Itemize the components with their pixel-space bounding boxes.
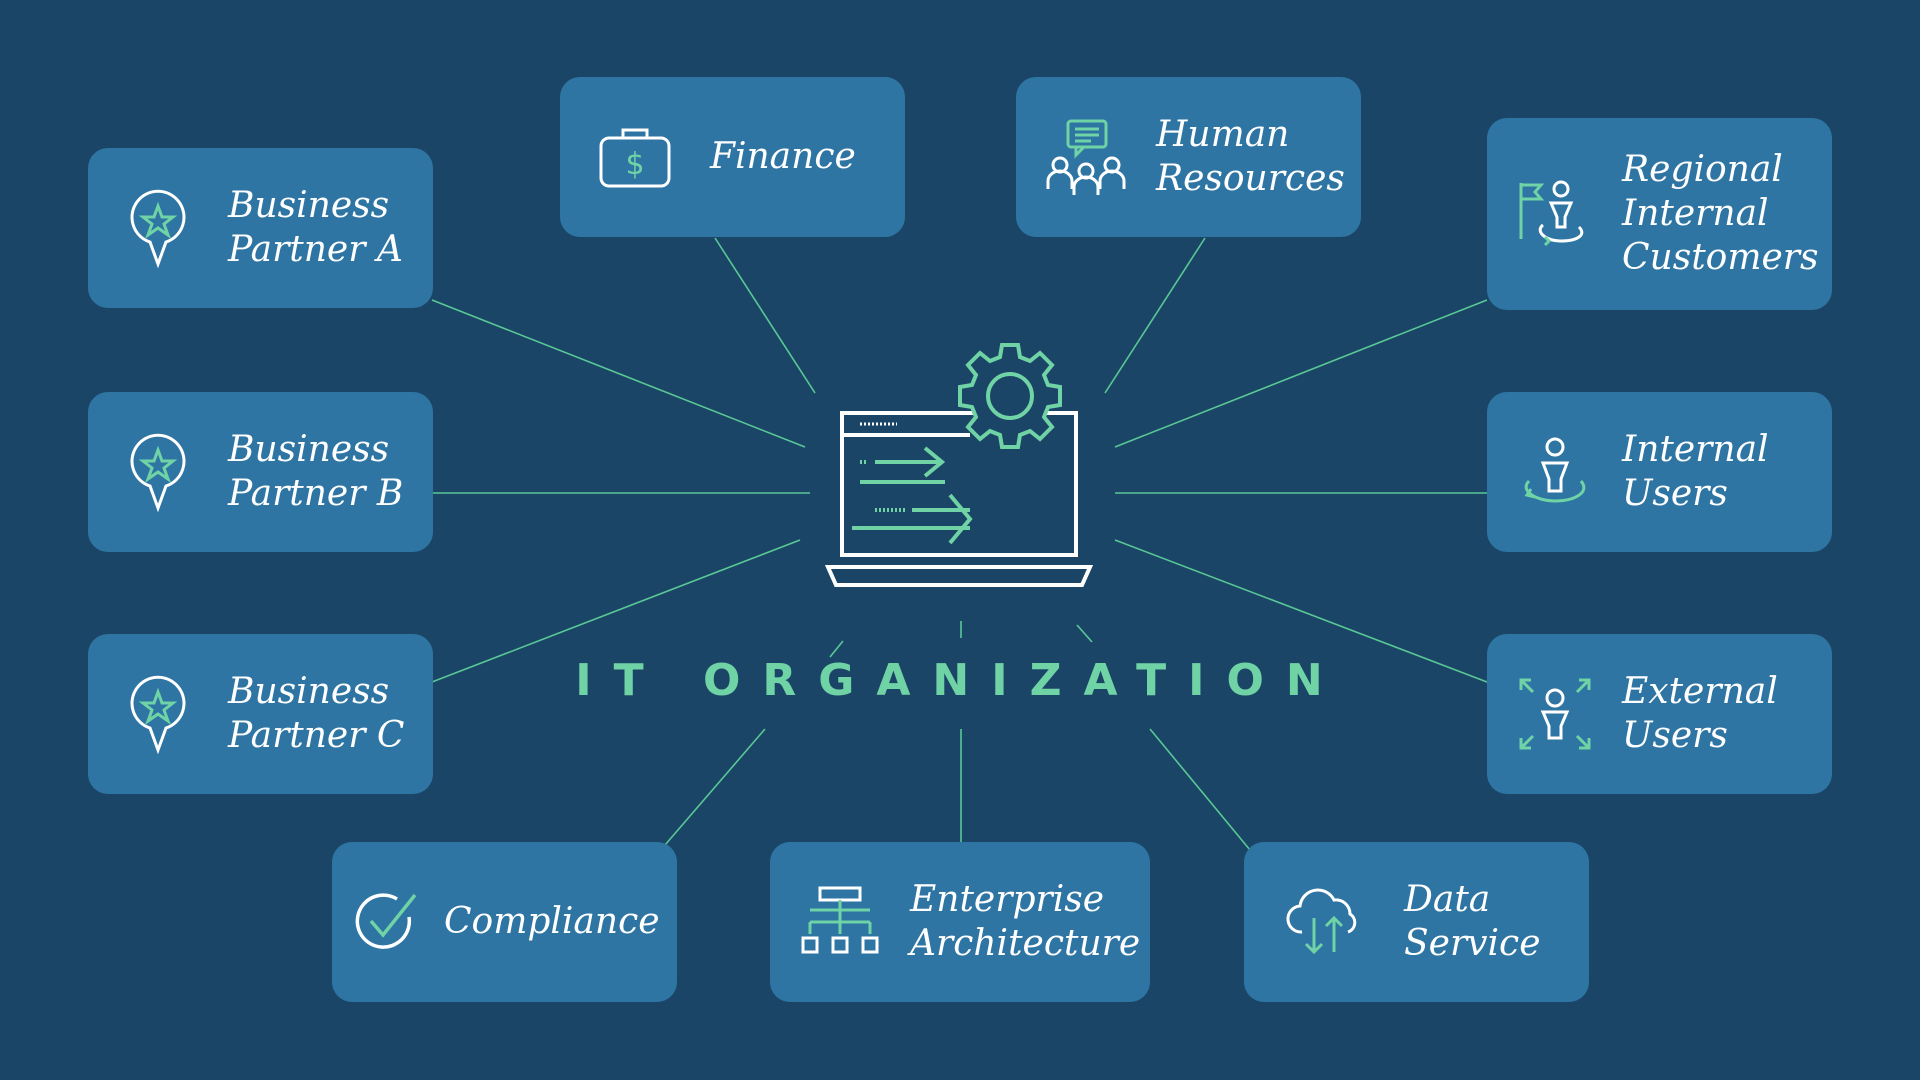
node-human-resources[interactable]: Human Resources: [1016, 77, 1361, 237]
center-title: IT ORGANIZATION: [575, 655, 1345, 706]
connector-business-partner-a: [431, 299, 806, 448]
svg-text:$: $: [625, 147, 644, 182]
laptop-gear-transfer-icon: [824, 343, 1094, 587]
node-finance[interactable]: $ Finance: [560, 77, 905, 237]
node-business-partner-c[interactable]: Business Partner C: [88, 634, 433, 794]
node-label: Regional Internal Customers: [1622, 149, 1819, 278]
node-label: Enterprise Architecture: [910, 879, 1141, 964]
map-pin-star-icon: [88, 188, 228, 268]
map-pin-star-icon: [88, 432, 228, 512]
flag-user-icon: [1487, 179, 1622, 249]
connector-data-service: [1149, 728, 1251, 851]
connector-business-partner-c: [431, 539, 801, 683]
node-business-partner-b[interactable]: Business Partner B: [88, 392, 433, 552]
node-internal-users[interactable]: Internal Users: [1487, 392, 1832, 552]
connector-compliance: [664, 728, 766, 846]
node-enterprise-architecture[interactable]: Enterprise Architecture: [770, 842, 1150, 1002]
checkmark-circle-icon: [332, 887, 444, 957]
node-label: Finance: [710, 136, 856, 177]
node-label: Business Partner B: [228, 429, 404, 514]
node-label: Business Partner C: [228, 671, 405, 756]
node-external-users[interactable]: External Users: [1487, 634, 1832, 794]
user-orbit-icon: [1487, 437, 1622, 507]
tick-left: [829, 640, 844, 658]
user-expand-icon: [1487, 674, 1622, 754]
node-label: Compliance: [444, 901, 660, 942]
node-compliance[interactable]: Compliance: [332, 842, 677, 1002]
center-laptop-graphic: [820, 335, 1100, 595]
node-label: Data Service: [1404, 879, 1541, 964]
tick-right: [1076, 624, 1093, 643]
node-label: Human Resources: [1156, 114, 1345, 199]
cloud-sync-icon: [1244, 882, 1404, 962]
connector-finance: [714, 237, 816, 394]
node-label: Business Partner A: [228, 185, 403, 270]
map-pin-star-icon: [88, 674, 228, 754]
node-business-partner-a[interactable]: Business Partner A: [88, 148, 433, 308]
node-regional-internal-customers[interactable]: Regional Internal Customers: [1487, 118, 1832, 310]
people-chat-icon: [1016, 117, 1156, 197]
connector-regional-internal-customers: [1114, 299, 1488, 448]
node-data-service[interactable]: Data Service: [1244, 842, 1589, 1002]
briefcase-dollar-icon: $: [560, 122, 710, 192]
org-chart-icon: [770, 882, 910, 962]
connector-human-resources: [1104, 237, 1206, 394]
connector-external-users: [1114, 539, 1488, 683]
node-label: External Users: [1622, 671, 1778, 756]
node-label: Internal Users: [1622, 429, 1769, 514]
